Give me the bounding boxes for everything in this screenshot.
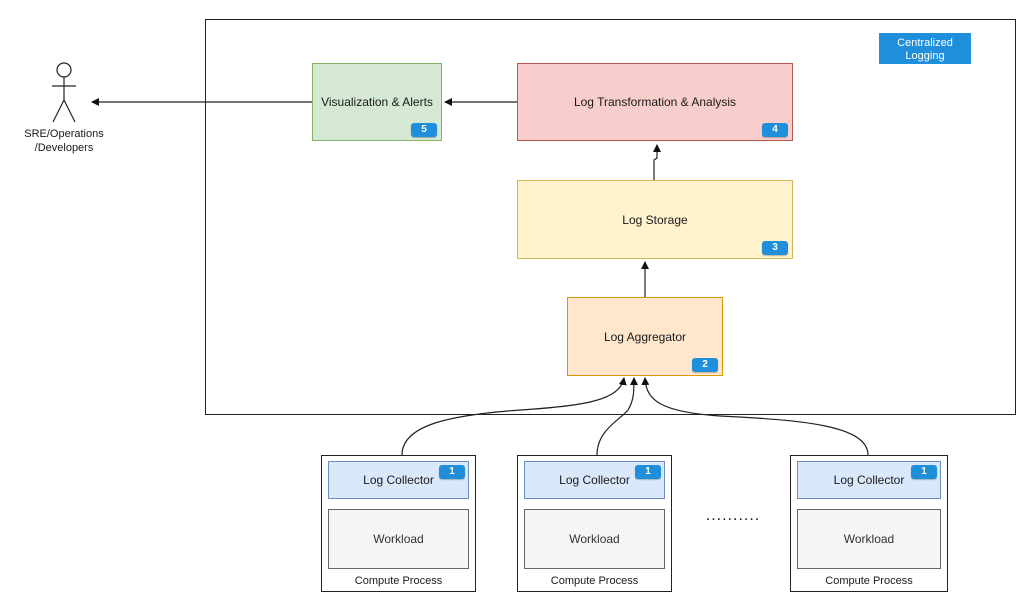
log-collector-3[interactable]: Log Collector 1 [797,461,941,499]
step-badge-1: 1 [911,465,937,479]
actor-label-line-1: SRE/Operations [24,128,104,140]
log-transformation-analysis-label: Log Transformation & Analysis [573,95,737,109]
centralized-logging-container [205,19,1016,415]
tag-line-2: Logging [905,50,945,62]
compute-process-2[interactable]: Log Collector 1 Workload Compute Process [517,455,672,592]
compute-process-1[interactable]: Log Collector 1 Workload Compute Process [321,455,476,592]
arrow-collector-2-to-aggregator [596,377,638,456]
centralized-logging-tag: Centralized Logging [879,33,971,64]
compute-process-caption: Compute Process [825,575,913,587]
arrow-collector-3-to-aggregator [641,377,869,456]
tag-line-1: Centralized [897,37,953,49]
actor-label: SRE/Operations /Developers [4,127,124,155]
more-processes-ellipsis: .......... [705,507,761,524]
step-badge-3: 3 [762,241,788,255]
log-collector-label: Log Collector [833,473,905,487]
workload-1[interactable]: Workload [328,509,469,569]
log-storage-label: Log Storage [622,212,688,227]
workload-label: Workload [843,532,895,546]
step-badge-2: 2 [692,358,718,372]
compute-process-3[interactable]: Log Collector 1 Workload Compute Process [790,455,948,592]
compute-process-caption: Compute Process [354,575,443,587]
log-storage-node[interactable]: Log Storage 3 [517,180,793,259]
actor-icon [52,62,76,123]
arrow-collector-1-to-aggregator [401,377,627,456]
workload-label: Workload [373,532,424,546]
visualization-alerts-label: Visualization & Alerts [321,95,433,109]
log-transformation-analysis-node[interactable]: Log Transformation & Analysis 4 [517,63,793,141]
arrow-storage-to-transformation [653,144,661,180]
step-badge-5: 5 [411,123,437,137]
workload-label: Workload [569,532,620,546]
log-aggregator-label: Log Aggregator [603,329,687,344]
step-badge-1: 1 [439,465,465,479]
log-collector-label: Log Collector [363,473,434,487]
step-badge-4: 4 [762,123,788,137]
log-collector-label: Log Collector [559,473,630,487]
log-collector-2[interactable]: Log Collector 1 [524,461,665,499]
step-badge-1: 1 [635,465,661,479]
log-aggregator-node[interactable]: Log Aggregator 2 [567,297,723,376]
workload-2[interactable]: Workload [524,509,665,569]
visualization-alerts-node[interactable]: Visualization & Alerts 5 [312,63,442,141]
compute-process-caption: Compute Process [550,575,639,587]
actor-label-line-2: /Developers [34,142,94,154]
workload-3[interactable]: Workload [797,509,941,569]
log-collector-1[interactable]: Log Collector 1 [328,461,469,499]
